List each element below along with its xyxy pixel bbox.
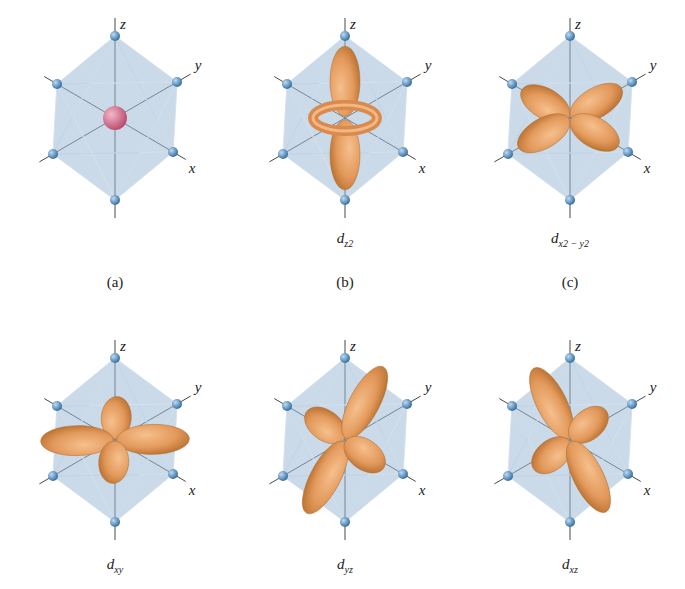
axis-label: x: [644, 482, 651, 499]
axis-label: z: [120, 16, 126, 33]
axis-label: x: [189, 482, 196, 499]
axis-label: x: [419, 160, 426, 177]
axis-label: z: [575, 16, 581, 33]
ligand-dot: [340, 353, 350, 363]
orbital-name: dyz: [337, 556, 353, 575]
axis-label: x: [644, 160, 651, 177]
axis-label: z: [120, 338, 126, 355]
ligand-dot: [110, 195, 120, 205]
ligand-dot: [565, 31, 575, 41]
orbital-panel: [269, 340, 420, 540]
ligand-dot: [340, 517, 350, 527]
orbital-lobe: [98, 440, 130, 484]
ligand-dot: [168, 469, 178, 479]
ligand-dot: [278, 471, 288, 481]
ligand-dot: [168, 147, 178, 157]
octahedron-face: [53, 84, 115, 200]
ligand-dot: [110, 517, 120, 527]
ligand-dot: [48, 471, 58, 481]
axis-label: y: [650, 379, 657, 396]
orbital-lobe: [333, 360, 397, 445]
ligand-dot: [402, 77, 412, 87]
axis-label: z: [350, 338, 356, 355]
orbital-subscript: yz: [345, 564, 353, 575]
axis-label: y: [650, 57, 657, 74]
orbital-subscript: x2 − y2: [558, 238, 589, 249]
ligand-dot: [565, 353, 575, 363]
orbital-panel: [269, 18, 420, 218]
orbital-symbol: d: [337, 230, 345, 246]
axis-label: x: [189, 160, 196, 177]
orbital-panel: [39, 18, 190, 218]
orbital-name: dx2 − y2: [551, 230, 589, 249]
ligand-dot: [398, 147, 408, 157]
panel-letter: (a): [107, 274, 124, 291]
ligand-dot: [278, 149, 288, 159]
orbital-subscript: xy: [114, 564, 123, 575]
ligand-dot: [507, 401, 517, 411]
s-orbital: [103, 106, 127, 130]
panel-letter: (b): [336, 274, 354, 291]
orbital-name: dxy: [107, 556, 123, 575]
ligand-dot: [340, 31, 350, 41]
ligand-dot: [503, 149, 513, 159]
ligand-dot: [503, 471, 513, 481]
ligand-dot: [507, 79, 517, 89]
ligand-dot: [52, 401, 62, 411]
orbital-symbol: d: [107, 556, 115, 572]
axis-label: y: [425, 379, 432, 396]
ligand-dot: [402, 399, 412, 409]
ligand-dot: [172, 399, 182, 409]
axis-label: x: [419, 482, 426, 499]
orbital-panel: [494, 340, 645, 540]
orbital-subscript: z2: [344, 238, 353, 249]
ligand-dot: [627, 399, 637, 409]
orbital-name: dz2: [337, 230, 353, 249]
orbital-lobe: [511, 106, 576, 161]
ligand-dot: [282, 401, 292, 411]
orbital-symbol: d: [562, 556, 570, 572]
orbital-lobe: [557, 435, 619, 519]
ligand-dot: [110, 31, 120, 41]
ligand-dot: [110, 353, 120, 363]
ligand-dot: [282, 79, 292, 89]
orbital-symbol: d: [551, 230, 559, 246]
orbital-panel: [39, 340, 190, 540]
orbital-lobe: [337, 429, 392, 481]
ligand-dot: [565, 195, 575, 205]
orbital-torus-highlight: [313, 105, 377, 131]
ligand-dot: [623, 469, 633, 479]
ligand-dot: [398, 469, 408, 479]
ligand-dot: [52, 79, 62, 89]
axis-label: y: [425, 57, 432, 74]
axis-label: y: [195, 379, 202, 396]
axis-label: y: [195, 57, 202, 74]
ligand-dot: [172, 77, 182, 87]
orbital-lobe: [117, 424, 190, 455]
orbital-subscript: xz: [570, 564, 578, 575]
orbital-panel: [494, 18, 645, 218]
ligand-dot: [48, 149, 58, 159]
orbital-torus: [313, 105, 377, 131]
ligand-dot: [565, 517, 575, 527]
panel-letter: (c): [562, 274, 579, 291]
orbital-name: dxz: [562, 556, 578, 575]
axis-label: z: [575, 338, 581, 355]
orbital-lobe: [564, 106, 626, 159]
axis-label: z: [350, 16, 356, 33]
ligand-dot: [340, 195, 350, 205]
ligand-dot: [627, 77, 637, 87]
orbital-symbol: d: [337, 556, 345, 572]
ligand-dot: [623, 147, 633, 157]
